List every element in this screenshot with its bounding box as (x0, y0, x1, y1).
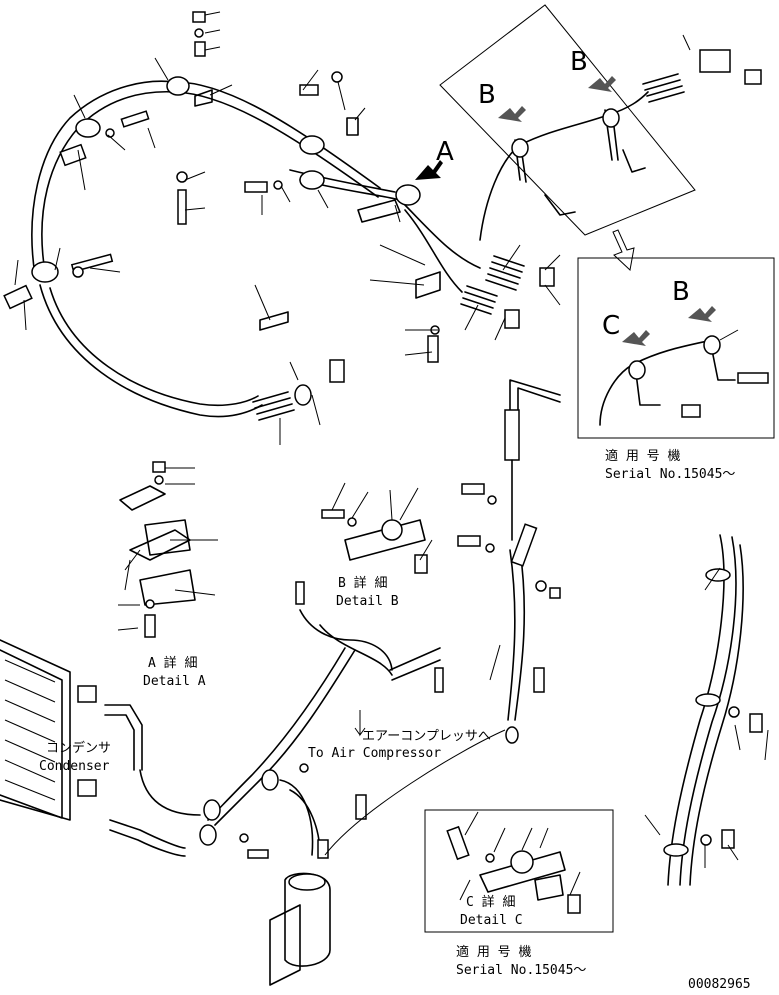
lower-serial-jp: 適 用 号 機 (456, 944, 531, 960)
detail-a-jp: A 詳 細 (148, 655, 197, 671)
lower-serial-en: Serial No.15045～ (456, 963, 586, 978)
view-b-box: B B (439, 4, 696, 241)
view-label-b3: B (672, 277, 690, 307)
detail-b-en: Detail B (336, 594, 399, 609)
compressor-en: To Air Compressor (308, 746, 441, 761)
condenser-jp: コンデンサ (46, 740, 111, 756)
receiver-dryer (269, 839, 331, 986)
fittings (294, 49, 762, 406)
document-number: 00082965 (688, 977, 751, 992)
upper-serial-jp: 適 用 号 機 (605, 448, 680, 464)
detail-c-jp: C 詳 細 (466, 894, 515, 910)
view-label-c: C (602, 311, 620, 341)
view-arrow-a: A (415, 137, 454, 180)
detail-c-en: Detail C (460, 913, 523, 928)
detail-b-jp: B 詳 細 (338, 575, 387, 591)
compressor-arrow (354, 710, 366, 737)
serial-view-box: B C (577, 257, 775, 439)
center-vertical-hose (324, 379, 561, 856)
condenser-en: Condenser (39, 759, 110, 774)
condenser (0, 639, 201, 857)
view-label-b2: B (570, 47, 588, 77)
upper-serial-en: Serial No.15045～ (605, 467, 735, 482)
detail-b-drawing (321, 482, 433, 574)
detail-a-drawing (117, 461, 218, 638)
right-hose-bundle (644, 534, 769, 886)
loop-clamps (31, 76, 441, 331)
view-label-a: A (436, 137, 454, 167)
upper-leaders (14, 11, 691, 445)
detail-a-en: Detail A (143, 674, 206, 689)
detail-c-box (424, 809, 614, 933)
transition-arrow (612, 229, 635, 271)
compressor-hoses (199, 581, 444, 859)
upper-fasteners (3, 11, 440, 363)
compressor-jp: エアーコンプレッサへ (362, 729, 491, 744)
view-label-b1: B (478, 80, 496, 110)
